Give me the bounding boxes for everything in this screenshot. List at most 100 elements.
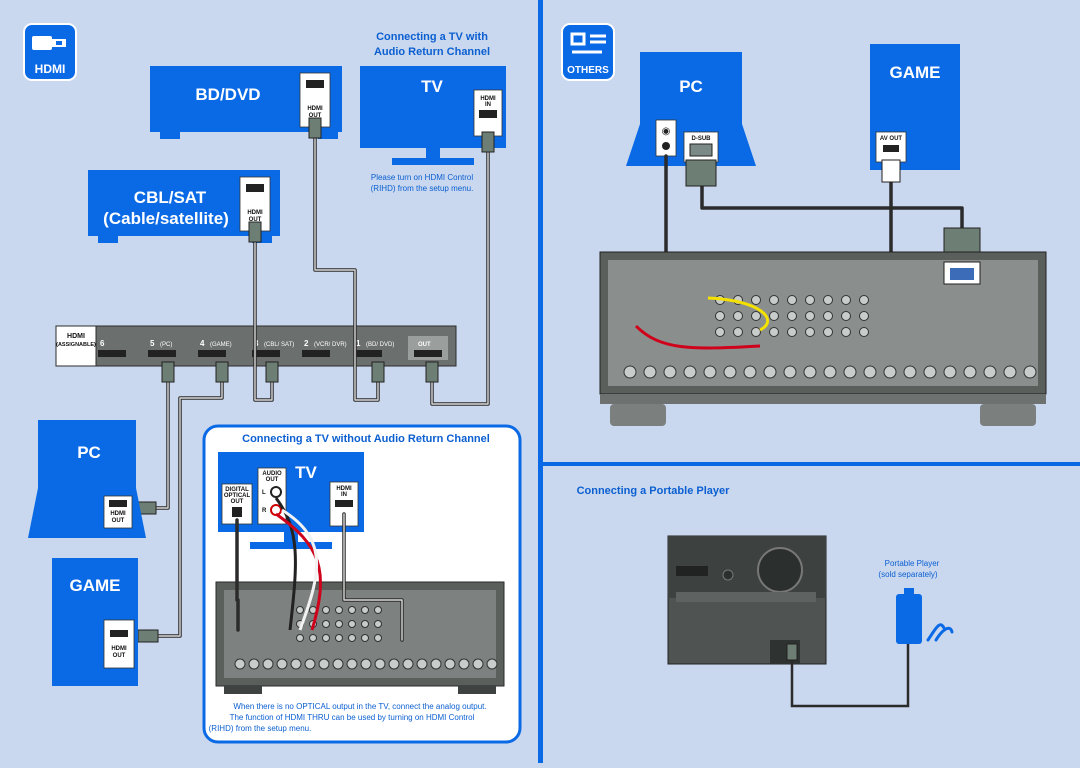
- others-icon-label: OTHERS: [567, 65, 609, 76]
- receiver-jack: [1003, 365, 1017, 379]
- receiver-rear-panel: [599, 251, 1047, 426]
- hdmi-input-number: 4: [200, 339, 205, 348]
- hdmi-input-1: 1 (BD/ DVD): [354, 339, 394, 357]
- bd-hdmi-out-label-2: OUT: [309, 113, 322, 119]
- receiver-jack: [309, 634, 317, 642]
- receiver-jack: [322, 606, 330, 614]
- game-hdmi-out-label-1: HDMI: [111, 646, 127, 652]
- hdmi-input-label: (VCR/ DVR): [314, 342, 347, 348]
- receiver-jack: [751, 327, 761, 337]
- audio-out-label-2: OUT: [266, 477, 279, 483]
- receiver-jack: [823, 327, 833, 337]
- game-hdmi-out-label-2: OUT: [113, 653, 126, 659]
- receiver-jack: [335, 620, 343, 628]
- inner-hdmi-in-label-1: HDMI: [336, 486, 352, 492]
- arc-note-line2: (RIHD) from the setup menu.: [371, 184, 474, 193]
- receiver-jack: [805, 327, 815, 337]
- receiver-jack: [805, 295, 815, 305]
- audio-jack-icon: ◉: [662, 126, 671, 137]
- tv-top-label: TV: [421, 77, 443, 96]
- audio-l-label: L: [262, 490, 266, 496]
- receiver-jack: [703, 365, 717, 379]
- hdmi-input-port: [148, 350, 176, 357]
- portable-note-line1: Portable Player: [885, 559, 940, 568]
- hdmi-icon-label: HDMI: [35, 62, 66, 76]
- bd-dvd-label: BD/DVD: [195, 85, 260, 104]
- hdmi-input-port: [98, 350, 126, 357]
- hdmi-input-port: [198, 350, 226, 357]
- receiver-jack: [863, 365, 877, 379]
- cbl-hdmi-out-label-2: OUT: [249, 217, 262, 223]
- d-sub-label: D-SUB: [692, 136, 712, 142]
- receiver-jack: [787, 295, 797, 305]
- receiver-jack: [276, 658, 288, 670]
- receiver-jack: [296, 634, 304, 642]
- receiver-jack: [348, 620, 356, 628]
- receiver-jack: [643, 365, 657, 379]
- receiver-jack: [805, 311, 815, 321]
- receiver-jack: [823, 365, 837, 379]
- no-arc-note-line1: When there is no OPTICAL output in the T…: [233, 702, 486, 711]
- hdmi-input-port: [252, 350, 280, 357]
- av-out-label: AV OUT: [880, 136, 903, 142]
- hdmi-input-2: 2(VCR/ DVR): [302, 339, 347, 357]
- hdmi-input-5: 5(PC): [148, 339, 176, 357]
- receiver-jack: [304, 658, 316, 670]
- receiver-jack: [743, 365, 757, 379]
- hdmi-section-icon: HDMI: [23, 23, 77, 81]
- arc-title-line2: Audio Return Channel: [374, 46, 490, 58]
- receiver-jack: [360, 658, 372, 670]
- receiver-jack: [290, 658, 302, 670]
- receiver-jack: [430, 658, 442, 670]
- receiver-jack: [823, 295, 833, 305]
- inner-hdmi-in-label-2: IN: [341, 492, 347, 498]
- portable-title: Connecting a Portable Player: [577, 485, 731, 497]
- receiver-jack: [332, 658, 344, 670]
- receiver-jack: [335, 606, 343, 614]
- receiver-jack: [248, 658, 260, 670]
- receiver-jack: [348, 606, 356, 614]
- tv-hdmi-in-label-2: IN: [485, 102, 491, 108]
- cbl-hdmi-out-label-1: HDMI: [247, 210, 263, 216]
- game-left-label: GAME: [70, 576, 121, 595]
- receiver-jack: [346, 658, 358, 670]
- receiver-front-panel: [667, 535, 827, 665]
- optical-label-3: OUT: [231, 499, 244, 505]
- hdmi-input-label: (GAME): [210, 342, 232, 348]
- receiver-jack: [322, 620, 330, 628]
- receiver-jack: [823, 311, 833, 321]
- optical-label-2: OPTICAL: [224, 493, 251, 499]
- tv-hdmi-in-label-1: HDMI: [480, 96, 496, 102]
- receiver-jack: [1023, 365, 1037, 379]
- receiver-jack: [783, 365, 797, 379]
- hdmi-panel-title-2: (ASSIGNABLE): [56, 342, 96, 348]
- hdmi-input-4: 4 (GAME): [198, 339, 232, 357]
- cbl-sat-label-2: (Cable/satellite): [103, 209, 229, 228]
- receiver-jack: [361, 634, 369, 642]
- receiver-jack: [234, 658, 246, 670]
- receiver-jack: [715, 311, 725, 321]
- game-right-device: GAME AV OUT: [870, 44, 960, 170]
- others-section-icon: OTHERS: [561, 23, 615, 81]
- receiver-jack: [723, 365, 737, 379]
- hdmi-input-label: (BD/ DVD): [366, 342, 394, 348]
- receiver-jack: [472, 658, 484, 670]
- receiver-jack: [943, 365, 957, 379]
- receiver-jack: [769, 327, 779, 337]
- audio-r-label: R: [262, 508, 267, 514]
- receiver-jack: [322, 634, 330, 642]
- receiver-jack: [883, 365, 897, 379]
- receiver-jack: [486, 658, 498, 670]
- pc-right-device: PC ◉ D-SUB: [626, 52, 756, 166]
- receiver-jack: [733, 327, 743, 337]
- audio-out-label-1: AUDIO: [262, 471, 282, 477]
- no-arc-note-line2: The function of HDMI THRU can be used by…: [230, 713, 475, 722]
- hdmi-cables-left: [135, 117, 495, 643]
- receiver-jack: [859, 327, 869, 337]
- receiver-jack: [262, 658, 274, 670]
- receiver-jack: [715, 327, 725, 337]
- receiver-jack: [843, 365, 857, 379]
- receiver-jack: [841, 295, 851, 305]
- hdmi-input-number: 1: [356, 339, 361, 348]
